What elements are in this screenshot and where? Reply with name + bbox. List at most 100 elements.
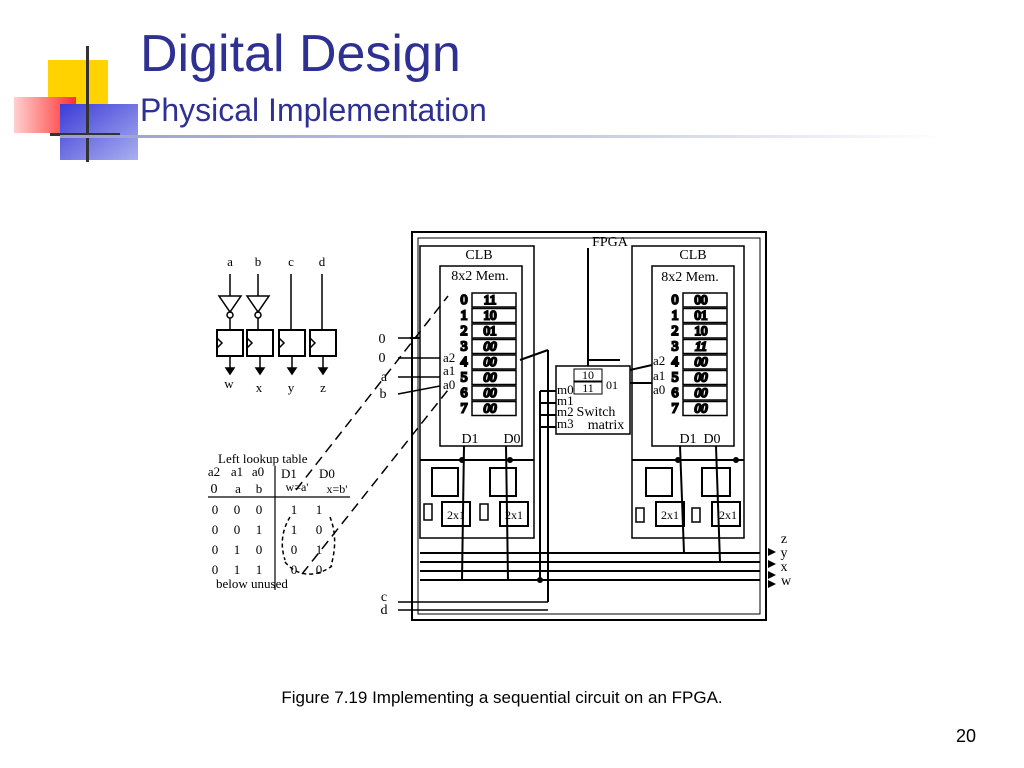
switch-m1: m1 [557,393,574,408]
register-y [278,329,306,357]
circuit-input-d: d [319,254,326,269]
lookup-header-d1: D1 [281,466,297,481]
mux-right-1: 2x1 [661,508,679,522]
right-addr-a1: a1 [653,368,665,383]
mem-right-cell-3: 11 [695,339,707,354]
circuit-input-a: a [227,254,233,269]
clb-right-d1: D1 [679,432,696,447]
mem-right-addr-5: 5 [672,371,679,386]
lookup-cell-r1-c4: 0 [316,522,323,537]
fpga-output-y: y [781,546,788,561]
mem-left-cell-5: 00 [484,370,498,385]
mem-left-cell-3: 00 [484,339,498,354]
circuit-output-w: w [224,376,234,391]
fpga-output-x: x [781,560,788,575]
mem-right-cell-box-7 [682,400,728,417]
lookup-header-d0: D0 [319,466,335,481]
address-inputs: a2 a1 a0 a2 a1 a0 [443,350,665,397]
switch-side-label: 01 [606,378,618,392]
lookup-cell-r0-c2: 0 [256,502,263,517]
deco-blue-square [60,104,138,160]
mem-right-addr-1: 1 [672,309,679,324]
mem-right-cell-box-0 [682,292,728,308]
lookup-cell-r1-c3: 1 [291,522,298,537]
slide-subtitle: Physical Implementation [140,92,487,128]
lookup-cell-r2-c2: 0 [256,542,263,557]
mem-left-addr-2: 2 [461,324,468,339]
inverter-b-icon [245,295,271,314]
mem-right-addr-6: 6 [672,386,679,401]
lookup-sub-b: b [256,481,263,496]
lookup-header-a1: a1 [231,464,243,479]
mem-left-cell-box-6 [471,385,517,401]
left-lookup-table: Left lookup table a2 a1 a0 D1 D0 0 a b w… [208,451,350,591]
switch-matrix [555,365,631,435]
mem-right-cell-1: 01 [695,308,708,323]
register-z [309,329,337,357]
lookup-cell-r0-c3: 1 [291,502,298,517]
fpga-input-0b: 0 [379,351,386,366]
circuit-input-b: b [255,254,262,269]
mem-right-cell-box-3 [682,338,728,355]
mem-left-cell-box-2 [471,323,517,339]
right-addr-a2: a2 [653,353,665,368]
lookup-sub-a: a [235,481,241,496]
mem-left-addr-5: 5 [461,371,468,386]
mem-left-cell-box-0 [471,292,517,308]
fpga-input-a: a [381,370,388,385]
mem-right-cell-6: 00 [695,385,709,400]
mem-left-cell-box-3 [471,338,517,355]
sequential-circuit: a b c d w x y z [216,254,337,395]
lookup-cell-r1-c2: 1 [256,522,263,537]
clb-registers [423,467,741,527]
clb-left-label: CLB [465,248,492,263]
clb-left-d1: D1 [461,432,478,447]
fpga-outputs: z y x w [768,532,792,589]
circuit-output-y: y [288,380,295,395]
switch-m2: m2 [557,404,574,419]
left-addr-a0: a0 [443,377,455,392]
mem-left-addr-0: 0 [461,293,468,308]
mem-left-cell-1: 10 [484,308,497,323]
page-number: 20 [955,726,976,746]
clb-left [419,245,535,539]
switch-label-1: Switch [577,405,616,420]
clb-right-d0: D0 [703,432,720,447]
mem-left-cell-box-7 [471,400,517,417]
fpga-label: FPGA [592,235,629,250]
lookup-header-a0: a0 [252,464,264,479]
title-divider [60,135,940,138]
lookup-sub-x: x=b' [327,482,348,496]
mem-left-addr-3: 3 [461,340,468,355]
fpga-output-z: z [781,532,787,547]
mem-left-addr-1: 1 [461,309,468,324]
switch-m0: m0 [557,382,574,397]
lookup-cell-r2-c3: 0 [291,542,298,557]
left-addr-a1: a1 [443,363,455,378]
mem-left-addr-7: 7 [461,402,468,417]
clb-right-label: CLB [679,248,706,263]
lookup-cell-r3-c3: 0 [291,562,298,577]
mux-right-2: 2x1 [719,508,737,522]
clb-left-d0: D0 [503,432,520,447]
circuit-input-c: c [288,254,294,269]
mem-right-cell-box-5 [682,369,728,386]
lookup-sub-w: w=a' [286,480,309,494]
switch-label-2: matrix [588,418,625,433]
lookup-title: Left lookup table [218,451,308,466]
deco-horizontal-line [50,133,120,136]
mem-right-addr-4: 4 [672,355,679,370]
mem-right-addr-0: 0 [672,293,679,308]
lookup-cell-r3-c0: 0 [212,562,219,577]
mem-right-addr-2: 2 [672,324,679,339]
mem-right-cell-2: 10 [695,323,708,338]
mem-right-cell-box-1 [682,307,728,324]
slide-title: Digital Design [140,25,461,83]
lookup-cell-r2-c1: 1 [234,542,241,557]
mem-left-cell-box-5 [471,369,517,386]
clb-right-mem-label: 8x2 Mem. [661,270,719,285]
fpga-output-w: w [781,574,792,589]
lookup-header-a2: a2 [208,464,220,479]
